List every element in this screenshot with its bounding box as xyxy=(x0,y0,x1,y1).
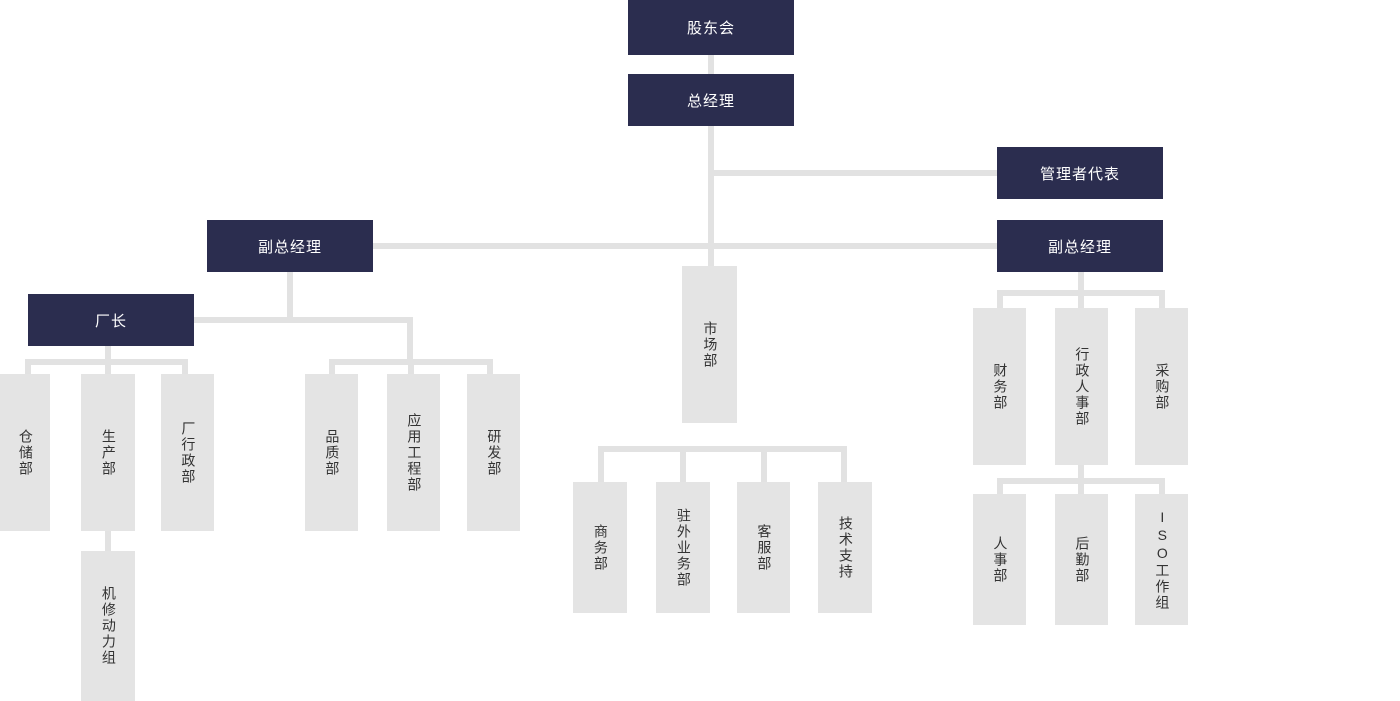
org-node-label-finance: 财务部 xyxy=(992,362,1009,411)
org-node-production[interactable]: 生产部 xyxy=(81,374,135,531)
org-node-label-machine-power: 机修动力组 xyxy=(100,586,117,666)
connector-drop-rnd xyxy=(487,359,493,376)
org-node-label-shareholders: 股东会 xyxy=(686,20,735,37)
org-node-label-production: 生产部 xyxy=(100,428,117,477)
org-node-factory-admin[interactable]: 厂行政部 xyxy=(161,374,214,531)
connector-admin-hr-stem xyxy=(1078,465,1084,482)
connector-drop-iso xyxy=(1159,478,1165,496)
org-node-procurement[interactable]: 采购部 xyxy=(1135,308,1188,465)
connector-drop-machine-power xyxy=(105,531,111,553)
org-node-label-deputy-gm-left: 副总经理 xyxy=(257,238,322,256)
org-node-label-mgmt-rep: 管理者代表 xyxy=(1039,165,1120,183)
connector-drop-logistics xyxy=(1078,478,1084,496)
connector-drop-overseas xyxy=(680,446,686,484)
org-node-app-engineering[interactable]: 应用工程部 xyxy=(387,374,440,531)
connector-trunk-top xyxy=(708,55,714,74)
connector-factory-stem xyxy=(105,346,111,365)
connector-trunk-main xyxy=(708,126,714,266)
connector-deputy-left-stem xyxy=(287,272,293,320)
org-node-quality[interactable]: 品质部 xyxy=(305,374,358,531)
connector-branch-deputy-left xyxy=(373,243,711,249)
connector-marketing-bus xyxy=(598,446,846,452)
connector-drop-app-eng xyxy=(408,359,414,376)
org-node-admin-hr[interactable]: 行政人事部 xyxy=(1055,308,1108,465)
org-node-label-tech-support: 技术支持 xyxy=(837,515,854,580)
org-node-overseas-sales[interactable]: 驻外业务部 xyxy=(656,482,710,613)
org-node-label-customer-service: 客服部 xyxy=(756,523,773,572)
connector-drop-cust-service xyxy=(761,446,767,484)
org-node-finance[interactable]: 财务部 xyxy=(973,308,1026,465)
connector-drop-factory-admin xyxy=(182,359,188,376)
connector-drop-warehouse xyxy=(25,359,31,376)
org-node-label-warehouse: 仓储部 xyxy=(17,428,34,477)
connector-drop-business xyxy=(598,446,604,484)
org-node-label-rnd: 研发部 xyxy=(486,428,503,477)
connector-drop-quality xyxy=(329,359,335,376)
org-node-logistics[interactable]: 后勤部 xyxy=(1055,494,1108,625)
org-node-general-manager[interactable]: 总经理 xyxy=(628,74,794,126)
org-node-label-admin-hr: 行政人事部 xyxy=(1074,346,1091,427)
org-node-label-iso-team: ISO工作组 xyxy=(1154,508,1171,611)
org-node-label-logistics: 后勤部 xyxy=(1074,535,1091,584)
connector-drop-tech-support xyxy=(841,446,847,484)
org-node-deputy-gm-left[interactable]: 副总经理 xyxy=(207,220,373,272)
org-node-label-general-manager: 总经理 xyxy=(686,92,735,110)
connector-drop-production xyxy=(105,359,111,376)
org-node-mgmt-rep[interactable]: 管理者代表 xyxy=(997,147,1163,199)
org-node-iso-team[interactable]: ISO工作组 xyxy=(1135,494,1188,625)
org-node-hr[interactable]: 人事部 xyxy=(973,494,1026,625)
connector-right-group-stem xyxy=(407,317,413,362)
org-node-label-business: 商务部 xyxy=(592,523,609,572)
org-node-label-overseas-sales: 驻外业务部 xyxy=(675,507,692,588)
org-node-business[interactable]: 商务部 xyxy=(573,482,627,613)
connector-drop-procurement xyxy=(1159,290,1165,310)
connector-drop-admin-hr xyxy=(1078,290,1084,310)
org-node-label-factory-admin: 厂行政部 xyxy=(180,420,197,485)
org-node-marketing[interactable]: 市场部 xyxy=(682,266,737,423)
connector-branch-deputy-right xyxy=(711,243,997,249)
connector-drop-hr xyxy=(997,478,1003,496)
org-node-customer-service[interactable]: 客服部 xyxy=(737,482,790,613)
org-node-tech-support[interactable]: 技术支持 xyxy=(818,482,872,613)
org-node-label-quality: 品质部 xyxy=(324,428,341,477)
org-node-rnd[interactable]: 研发部 xyxy=(467,374,520,531)
org-node-factory-director[interactable]: 厂长 xyxy=(28,294,194,346)
connector-deputy-left-bus xyxy=(194,317,413,323)
org-node-label-procurement: 采购部 xyxy=(1154,362,1171,411)
org-node-shareholders[interactable]: 股东会 xyxy=(628,0,794,55)
org-node-label-app-engineering: 应用工程部 xyxy=(406,412,423,493)
org-node-deputy-gm-right[interactable]: 副总经理 xyxy=(997,220,1163,272)
org-node-label-deputy-gm-right: 副总经理 xyxy=(1047,238,1112,256)
org-node-label-hr: 人事部 xyxy=(992,535,1009,584)
connector-deputy-right-stem xyxy=(1078,272,1084,292)
org-node-label-factory-director: 厂长 xyxy=(94,312,127,330)
org-node-label-marketing: 市场部 xyxy=(702,320,719,369)
org-node-machine-power[interactable]: 机修动力组 xyxy=(81,551,135,701)
org-node-warehouse[interactable]: 仓储部 xyxy=(0,374,50,531)
connector-branch-mgmt-rep xyxy=(711,170,997,176)
connector-drop-finance xyxy=(997,290,1003,310)
